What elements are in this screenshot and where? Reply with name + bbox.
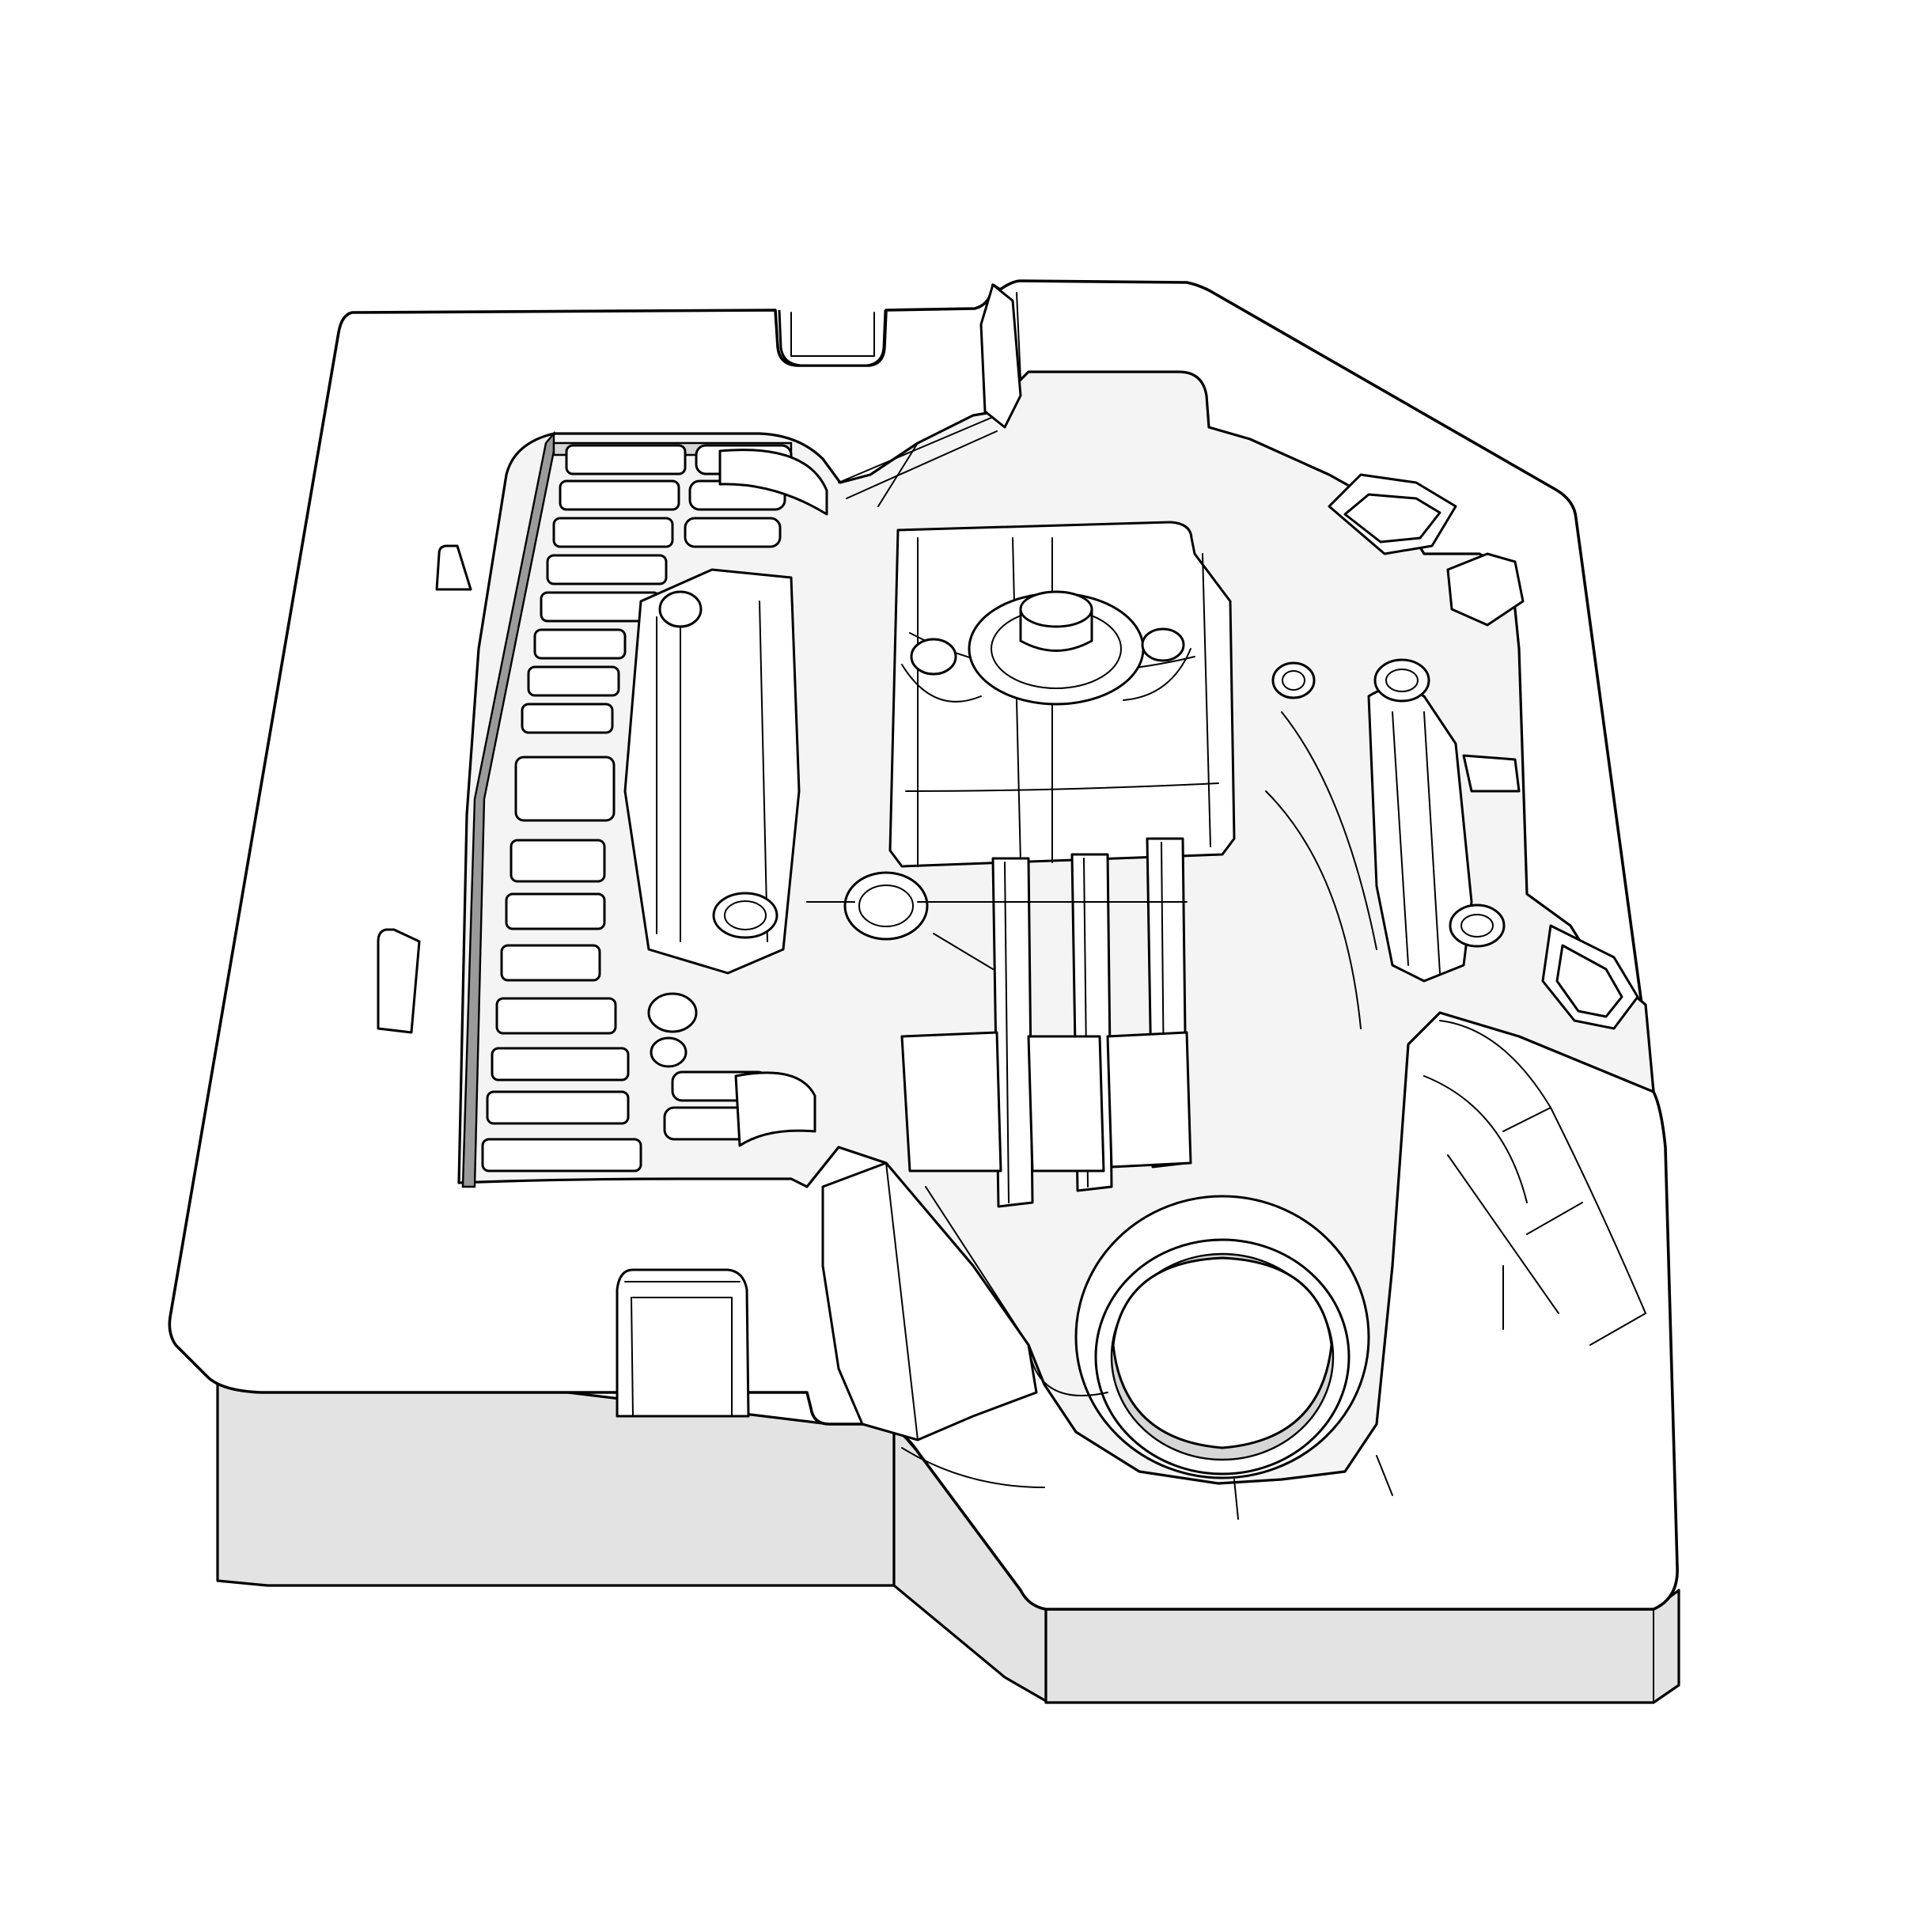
- insert-side-walls: [174, 1343, 1680, 1704]
- left-tabs: [377, 544, 472, 1034]
- right-fillet-surfaces: [1423, 1020, 1646, 1346]
- fin-slots: [481, 444, 793, 1172]
- left-fin-pocket: [461, 430, 828, 1188]
- motor-housing-area: [888, 521, 1316, 868]
- round-socket: [1074, 1195, 1393, 1520]
- right-channel: [1265, 658, 1521, 1029]
- center-ribs: [806, 837, 1192, 1208]
- upper-ridge: [838, 283, 1022, 507]
- ramp-wedge: [821, 1161, 1108, 1488]
- right-tabs: [1328, 473, 1639, 1030]
